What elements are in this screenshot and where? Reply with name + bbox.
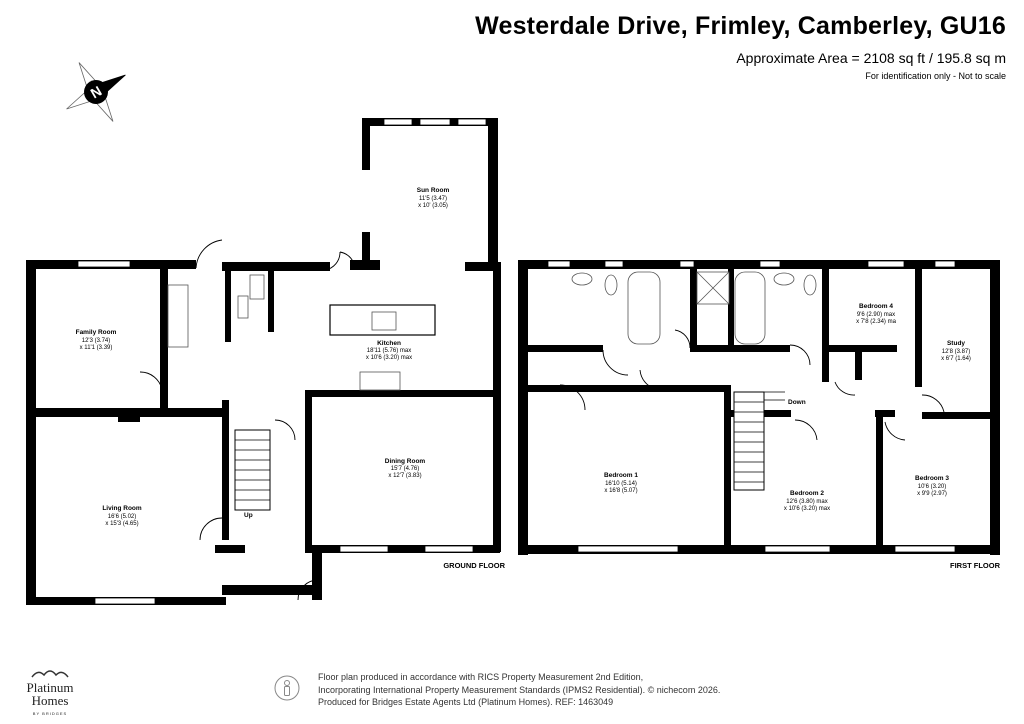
room-name-dining-room: Dining Room	[385, 458, 426, 465]
first-floor-label: FIRST FLOOR	[950, 561, 1001, 570]
room-dim1-sun-room: 11'5 (3.47)	[419, 196, 447, 202]
room-name-sun-room: Sun Room	[417, 187, 450, 194]
room-dim2-bedroom-4: x 7'8 (2.34) ma	[856, 319, 896, 325]
room-dim2-living-room: x 15'3 (4.65)	[105, 521, 138, 527]
room-dim1-study: 12'8 (3.87)	[942, 349, 971, 355]
room-name-bedroom-4: Bedroom 4	[859, 303, 893, 310]
rics-icon	[274, 675, 300, 701]
room-dim2-bedroom-3: x 9'9 (2.97)	[917, 491, 947, 497]
room-dim2-dining-room: x 12'7 (3.83)	[388, 473, 421, 479]
room-name-kitchen: Kitchen	[377, 340, 401, 347]
brand-line2: Homes	[31, 693, 69, 708]
room-dim2-sun-room: x 10' (3.05)	[418, 203, 448, 209]
brand-logo: Platinum Homes BY BRIDGES	[20, 667, 80, 720]
ground-floor-plan	[26, 118, 501, 605]
room-name-bedroom-2: Bedroom 2	[790, 490, 824, 497]
room-name-bedroom-3: Bedroom 3	[915, 475, 949, 482]
disclaimer: For identification only - Not to scale	[865, 71, 1006, 81]
stairs-down-label: Down	[788, 399, 806, 406]
brand-line1: Platinum	[26, 680, 74, 695]
crown-icon	[31, 670, 69, 678]
room-name-living-room: Living Room	[102, 505, 142, 512]
brand-line3: BY BRIDGES	[32, 711, 68, 716]
room-dim2-study: x 6'7 (1.64)	[941, 356, 971, 362]
approximate-area: Approximate Area = 2108 sq ft / 195.8 sq…	[736, 50, 1006, 66]
room-name-family-room: Family Room	[76, 329, 117, 336]
first-floor-plan	[518, 260, 1000, 555]
room-dim1-bedroom-1: 16'10 (5.14)	[605, 481, 637, 487]
room-dim2-bedroom-1: x 16'8 (5.07)	[604, 488, 637, 494]
room-name-study: Study	[947, 340, 965, 347]
room-dim1-family-room: 12'3 (3.74)	[82, 338, 111, 344]
ground-floor-label: GROUND FLOOR	[443, 561, 505, 570]
stairs-up-label: Up	[244, 512, 253, 519]
page-title: Westerdale Drive, Frimley, Camberley, GU…	[475, 12, 1006, 40]
room-dim1-living-room: 16'6 (5.02)	[108, 514, 137, 520]
first-floor-labels: Bedroom 4 9'6 (2.90) max x 7'8 (2.34) ma…	[604, 303, 1001, 570]
footer-line3: Produced for Bridges Estate Agents Ltd (…	[318, 697, 614, 707]
room-dim2-bedroom-2: x 10'6 (3.20) max	[784, 506, 830, 512]
room-dim1-bedroom-2: 12'6 (3.80) max	[786, 499, 828, 505]
footer-line2: Incorporating International Property Mea…	[318, 684, 721, 695]
room-dim2-kitchen: x 10'6 (3.20) max	[366, 355, 412, 361]
room-dim2-family-room: x 11'1 (3.39)	[80, 345, 113, 351]
room-dim1-dining-room: 15'7 (4.76)	[391, 466, 420, 472]
ground-floor-labels: Sun Room 11'5 (3.47) x 10' (3.05) Family…	[76, 187, 506, 570]
footer-text: Floor plan produced in accordance with R…	[318, 671, 738, 709]
room-name-bedroom-1: Bedroom 1	[604, 472, 638, 479]
room-dim1-bedroom-3: 10'6 (3.20)	[918, 484, 947, 490]
compass-icon: N	[66, 62, 126, 122]
room-dim1-kitchen: 18'11 (5.76) max	[367, 348, 411, 354]
room-dim1-bedroom-4: 9'6 (2.90) max	[857, 312, 895, 318]
footer-line1: Floor plan produced in accordance with R…	[318, 672, 644, 682]
